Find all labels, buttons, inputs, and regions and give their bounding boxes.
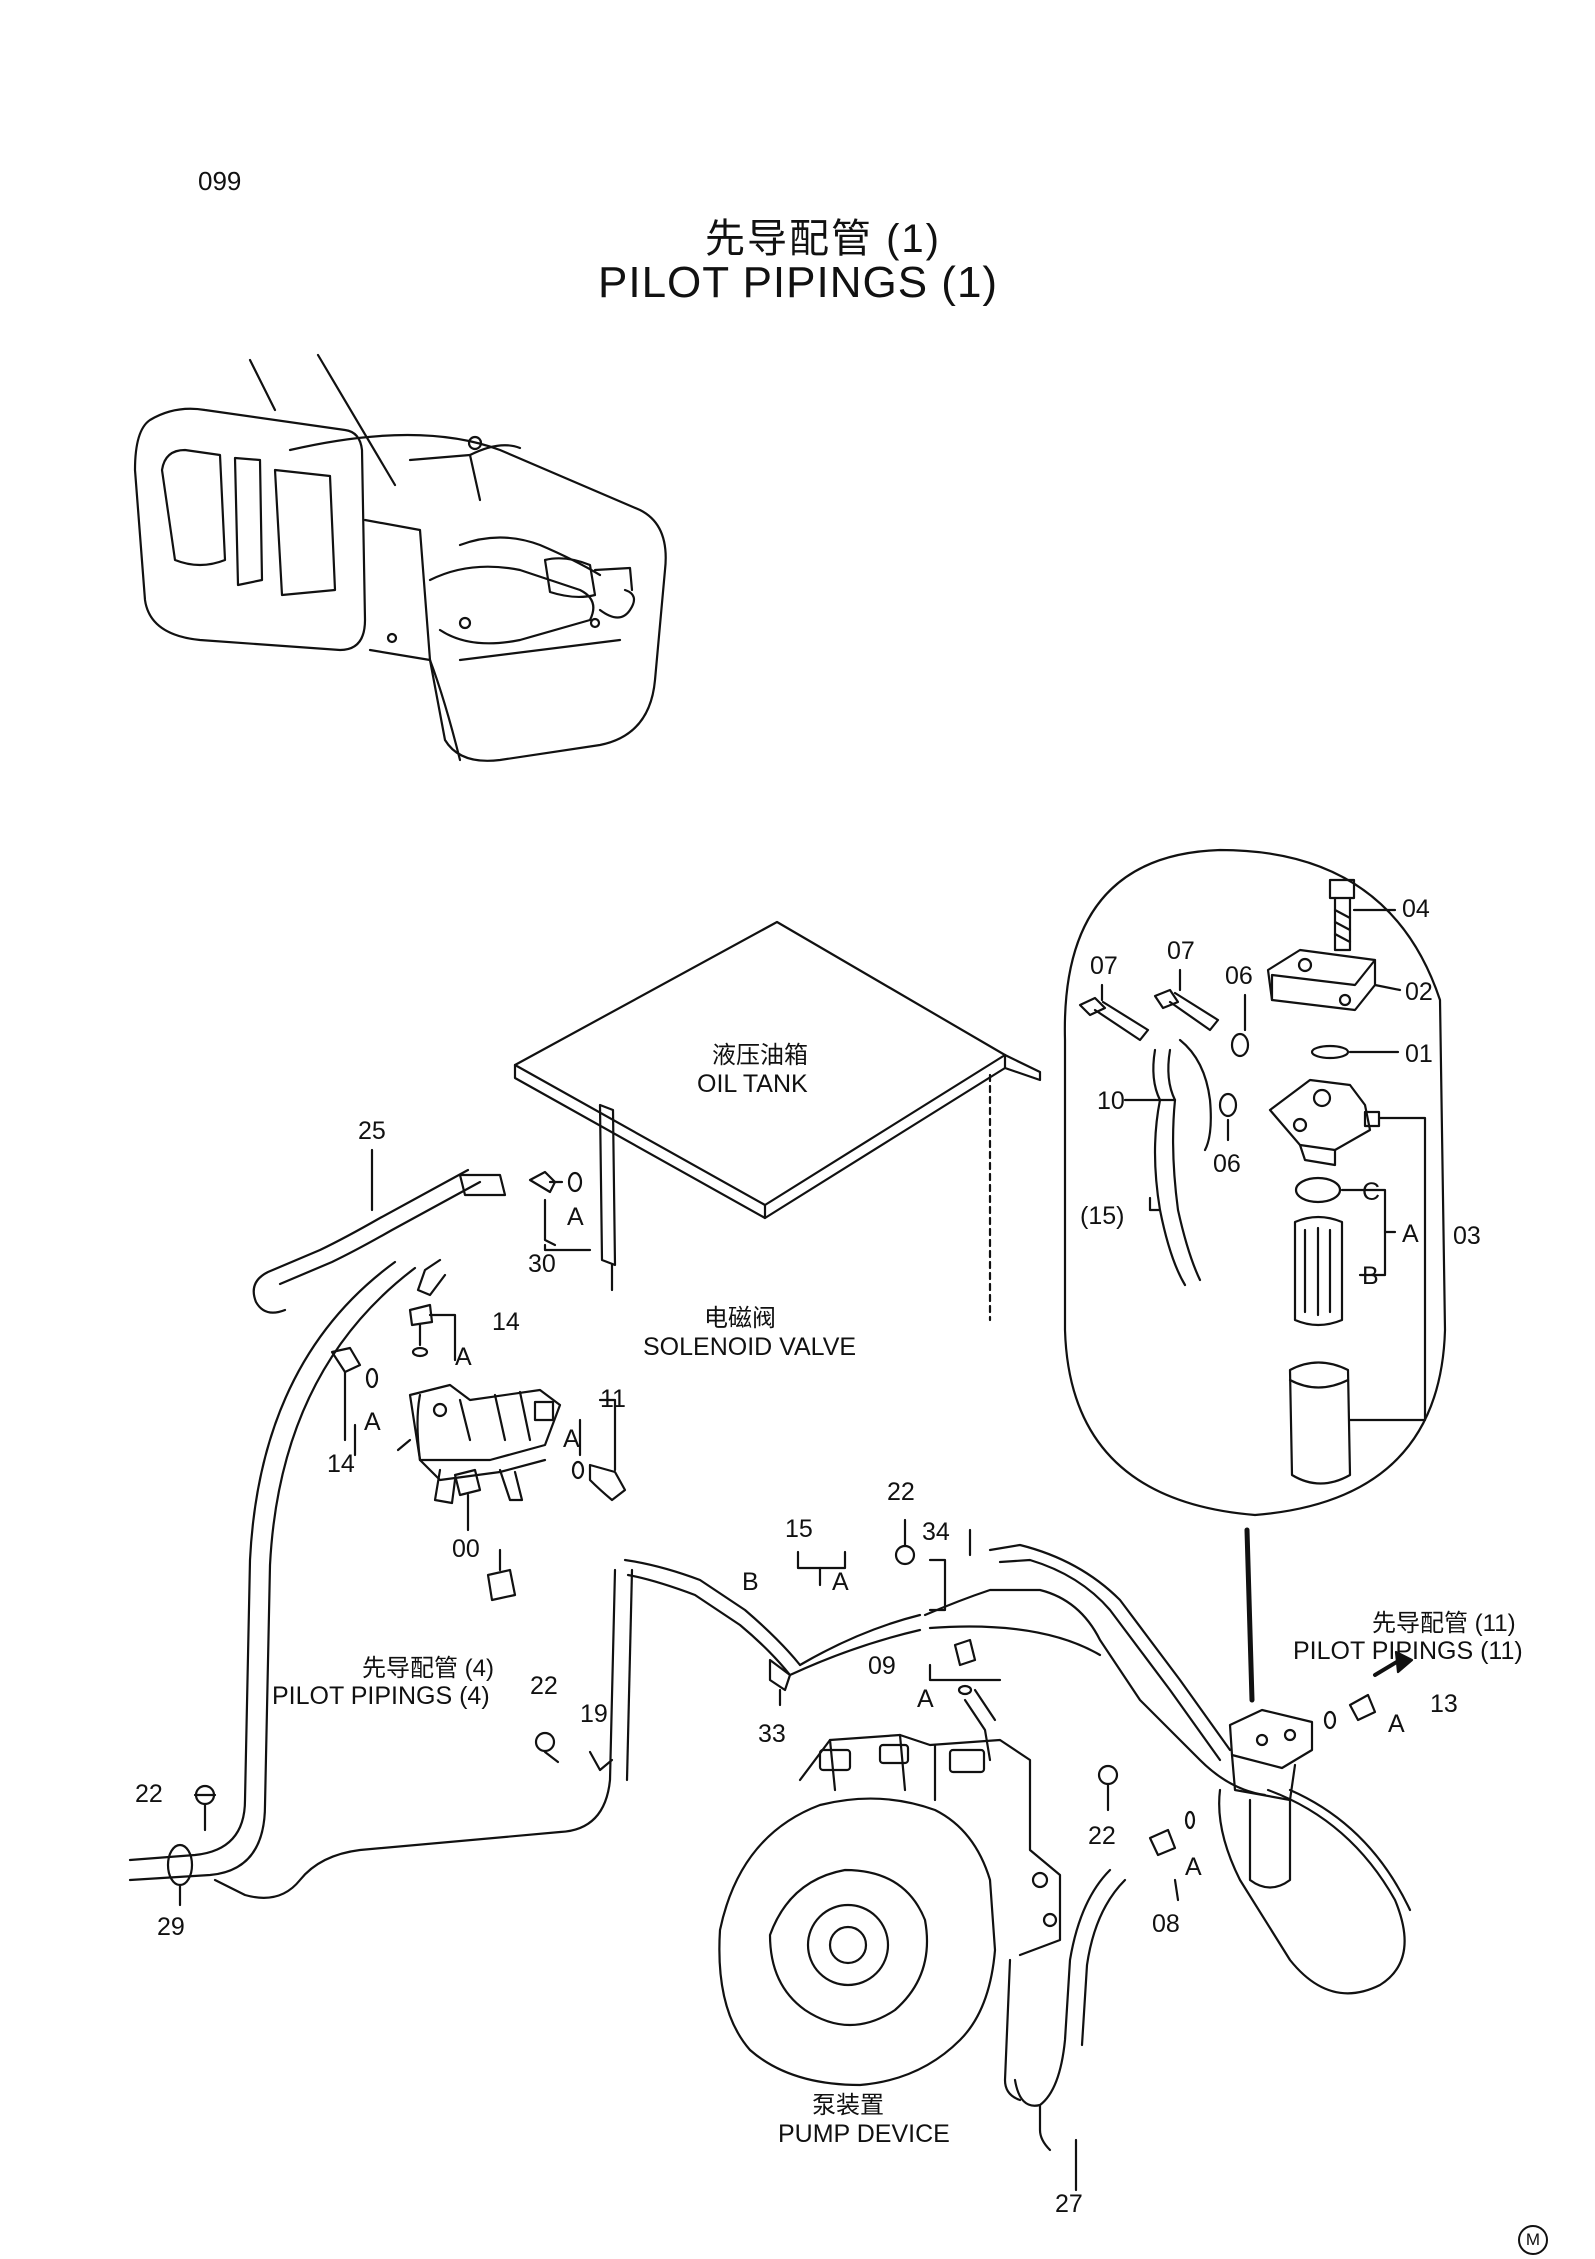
callout-a-13: A	[1388, 1710, 1405, 1738]
pilot-pipings-11-label-cn: 先导配管 (11)	[1372, 1610, 1516, 1637]
pump-device-drawing	[718, 1688, 1062, 2087]
solenoid-valve-drawing	[396, 1383, 562, 1505]
page-title-chinese: 先导配管 (1)	[705, 217, 941, 261]
callout-30: 30	[528, 1250, 556, 1278]
part-10-label: 10	[1097, 1087, 1125, 1115]
callout-29: 29	[157, 1913, 185, 1941]
callout-a-15: A	[832, 1568, 849, 1596]
part-03-label: 03	[1453, 1222, 1481, 1250]
part-06-bottom-label: 06	[1213, 1150, 1241, 1178]
part-02-label: 02	[1405, 978, 1433, 1006]
pilot-pipings-4-label-cn: 先导配管 (4)	[362, 1655, 494, 1682]
oil-tank-drawing	[513, 920, 1042, 1322]
sub-label-c: C	[1362, 1178, 1381, 1206]
callout-a-08: A	[1185, 1853, 1202, 1881]
callout-a-14-left: A	[364, 1408, 381, 1436]
excavator-overview	[133, 353, 667, 762]
callout-a-09: A	[917, 1685, 934, 1713]
callout-22-mid: 22	[530, 1672, 558, 1700]
callout-15: 15	[785, 1515, 813, 1543]
pump-device-label-en: PUMP DEVICE	[778, 2120, 950, 2148]
part-06-top-label: 06	[1225, 962, 1253, 990]
part-01-label: 01	[1405, 1040, 1433, 1068]
pipe-routing	[128, 1168, 1412, 2152]
callout-25: 25	[358, 1117, 386, 1145]
callout-22-right: 22	[1088, 1822, 1116, 1850]
part-07-right-label: 07	[1167, 937, 1195, 965]
oil-tank-label-cn: 液压油箱	[712, 1042, 808, 1069]
sub-label-b: B	[1362, 1262, 1379, 1290]
callout-00: 00	[452, 1535, 480, 1563]
pilot-filter-mounted	[1228, 1527, 1314, 1889]
callout-09: 09	[868, 1652, 896, 1680]
solenoid-valve-label-en: SOLENOID VALVE	[643, 1333, 857, 1361]
pilot-pipings-4-label-en: PILOT PIPINGS (4)	[272, 1682, 490, 1710]
callout-a-11: A	[563, 1425, 580, 1453]
corner-mark: M	[1518, 2225, 1548, 2255]
callout-22-left: 22	[135, 1780, 163, 1808]
part-04-label: 04	[1402, 895, 1430, 923]
callout-34: 34	[922, 1518, 950, 1546]
solenoid-valve-label-cn: 电磁阀	[704, 1305, 776, 1332]
sub-label-a: A	[1402, 1220, 1419, 1248]
oil-tank-label-en: OIL TANK	[697, 1070, 808, 1098]
page-title-english: PILOT PIPINGS (1)	[598, 258, 999, 307]
callout-14-left: 14	[327, 1450, 355, 1478]
page-number: 099	[198, 166, 242, 196]
callout-a-14-top: A	[455, 1343, 472, 1371]
callout-33: 33	[758, 1720, 786, 1748]
callout-b-15: B	[742, 1568, 759, 1596]
callout-22-upper: 22	[887, 1478, 915, 1506]
part-15-ref-label: (15)	[1080, 1202, 1125, 1230]
fittings	[166, 1148, 1414, 2192]
callout-11: 11	[600, 1385, 626, 1413]
callout-a-tank: A	[567, 1203, 584, 1231]
callout-14-top: 14	[492, 1308, 520, 1336]
part-07-left-label: 07	[1090, 952, 1118, 980]
callout-27: 27	[1055, 2190, 1083, 2218]
filter-detail	[1063, 848, 1447, 1517]
callout-13: 13	[1430, 1690, 1458, 1718]
callout-08: 08	[1152, 1910, 1180, 1938]
callout-19: 19	[580, 1700, 608, 1728]
pilot-pipings-11-label-en: PILOT PIPINGS (11)	[1293, 1637, 1523, 1665]
pump-device-label-cn: 泵装置	[812, 2092, 884, 2119]
